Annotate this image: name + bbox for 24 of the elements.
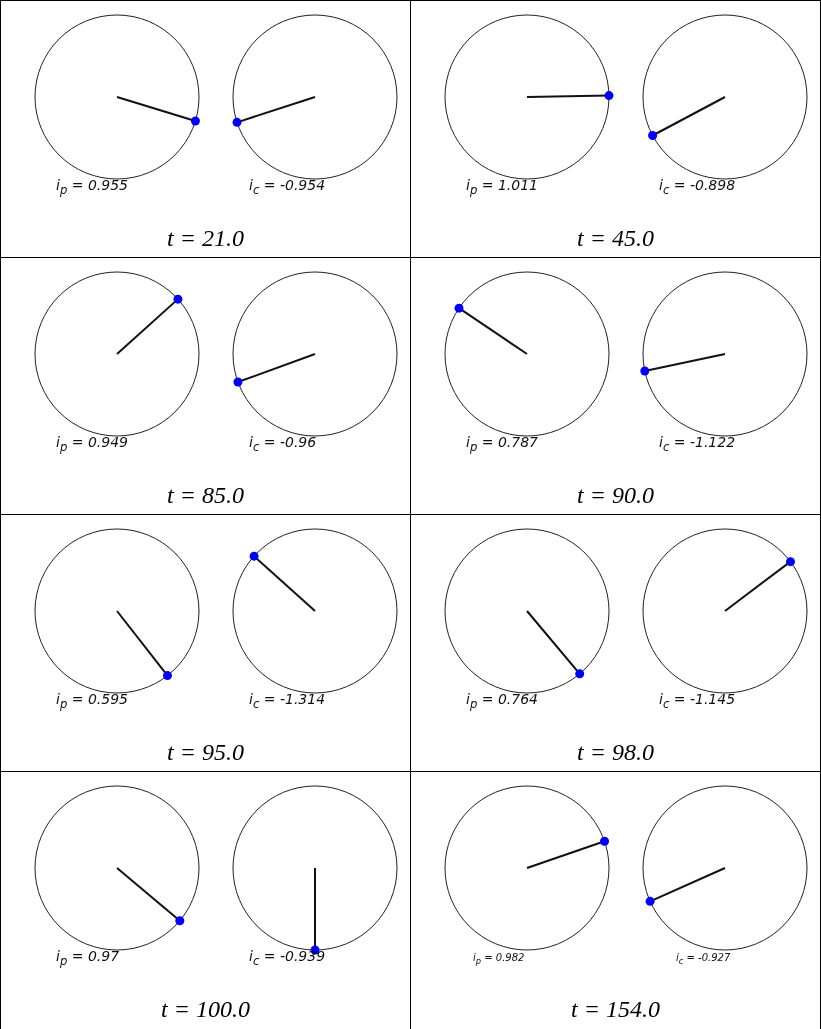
current-value: i$_{p}$ = 0.787 [466, 434, 538, 454]
current-value: i$_{p}$ = 0.955 [56, 177, 128, 197]
current-value: i$_{c}$ = -0.927 [676, 952, 731, 966]
current-value: i$_{p}$ = 0.595 [56, 691, 128, 711]
current-value: i$_{c}$ = -0.96 [249, 434, 317, 454]
current-value: i$_{p}$ = 0.982 [473, 952, 525, 966]
current-value: i$_{c}$ = -1.122 [659, 434, 736, 454]
current-value: i$_{p}$ = 1.011 [466, 177, 538, 197]
time-label: t = 21.0 [167, 225, 244, 252]
time-label: t = 90.0 [577, 482, 654, 509]
current-value: i$_{c}$ = -0.898 [659, 177, 736, 197]
time-label: t = 95.0 [167, 739, 244, 766]
current-value: i$_{c}$ = -1.145 [659, 691, 736, 711]
time-label: t = 154.0 [571, 996, 660, 1023]
time-label: t = 98.0 [577, 739, 654, 766]
current-value: i$_{p}$ = 0.764 [466, 691, 538, 711]
time-label: t = 45.0 [577, 225, 654, 252]
current-value: i$_{p}$ = 0.97 [56, 948, 120, 968]
time-label: t = 85.0 [167, 482, 244, 509]
current-value: i$_{c}$ = -0.954 [249, 177, 326, 197]
current-value: i$_{c}$ = -0.939 [249, 948, 326, 968]
current-value: i$_{c}$ = -1.314 [249, 691, 326, 711]
time-label: t = 100.0 [161, 996, 250, 1023]
current-value: i$_{p}$ = 0.949 [56, 434, 128, 454]
